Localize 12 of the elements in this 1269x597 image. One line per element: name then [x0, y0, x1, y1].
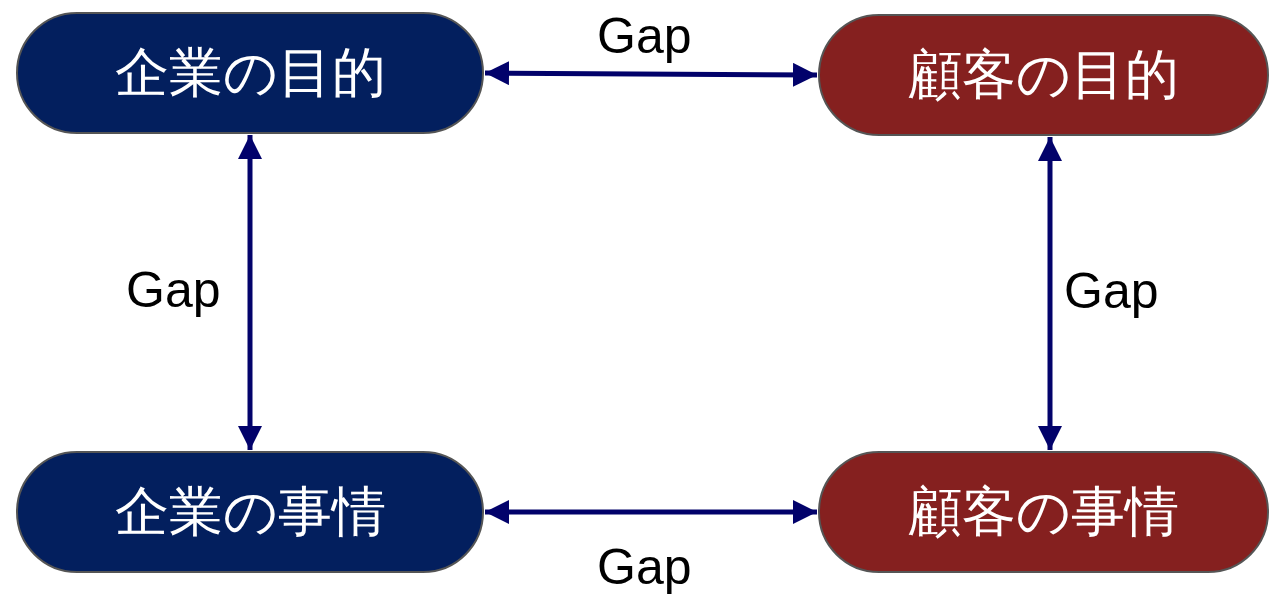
goal-box: 顧客の目的 [818, 14, 1269, 136]
double-arrow [1038, 137, 1062, 450]
double-arrow [238, 135, 262, 450]
goal-box: 顧客の事情 [818, 451, 1269, 573]
goal-box: 企業の目的 [16, 12, 484, 134]
double-arrow [485, 61, 817, 87]
double-arrow [485, 500, 817, 524]
edge-label: Gap [597, 11, 692, 61]
edge-label: Gap [1064, 265, 1159, 316]
edge-label: Gap [597, 542, 692, 592]
edge-label: Gap [126, 264, 221, 315]
goal-box: 企業の事情 [16, 451, 484, 573]
